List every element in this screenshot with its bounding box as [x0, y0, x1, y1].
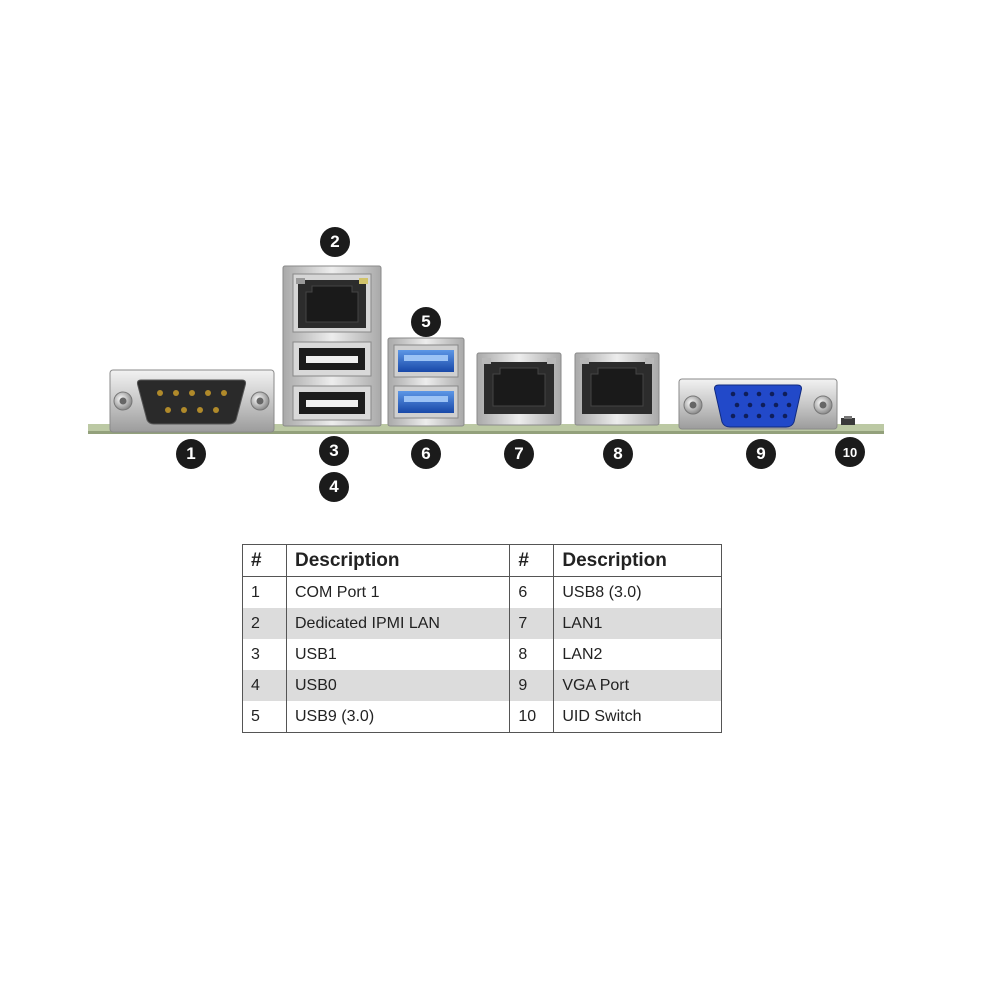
table-row: 5 USB9 (3.0) 10 UID Switch	[242, 701, 722, 733]
ipmi-lan-usb-stack	[282, 265, 382, 427]
vga-port-connector	[678, 378, 838, 430]
pcb-board	[88, 424, 884, 434]
row-description: COM Port 1	[285, 576, 511, 608]
callout-badge-1: 1	[176, 439, 206, 469]
column-header-description: Description	[285, 544, 511, 577]
table-row: 1 COM Port 1 6 USB8 (3.0)	[242, 576, 722, 608]
table-row: 3 USB1 8 LAN2	[242, 639, 722, 670]
row-number: 9	[509, 670, 555, 701]
port-legend-table: # Description # Description 1 COM Port 1…	[242, 544, 722, 733]
uid-switch	[841, 416, 855, 425]
callout-badge-8: 8	[603, 439, 633, 469]
column-header-description: Description	[553, 544, 722, 577]
callout-badge-10: 10	[835, 437, 865, 467]
callout-badge-6: 6	[411, 439, 441, 469]
callout-badge-5: 5	[411, 307, 441, 337]
row-number: 10	[509, 701, 555, 733]
lan2-connector	[574, 352, 660, 426]
back-panel-diagram: 1 2 3 4 5 6 7 8 9 10	[88, 227, 884, 502]
usb3-stack	[387, 337, 465, 427]
table-row: 4 USB0 9 VGA Port	[242, 670, 722, 701]
callout-badge-2: 2	[320, 227, 350, 257]
table-header-row: # Description # Description	[242, 544, 722, 577]
row-number: 6	[509, 576, 555, 608]
row-description: VGA Port	[553, 670, 722, 701]
callout-badge-4: 4	[319, 472, 349, 502]
row-description: USB0	[285, 670, 511, 701]
row-description: USB9 (3.0)	[285, 701, 511, 733]
row-number: 2	[242, 608, 287, 639]
row-number: 5	[242, 701, 287, 733]
lan1-connector	[476, 352, 562, 426]
row-description: Dedicated IPMI LAN	[285, 608, 511, 639]
callout-badge-3: 3	[319, 436, 349, 466]
column-header-number: #	[509, 544, 555, 577]
io-panel-illustration	[88, 265, 884, 434]
callout-badge-9: 9	[746, 439, 776, 469]
row-number: 7	[509, 608, 555, 639]
row-description: LAN1	[553, 608, 722, 639]
row-number: 1	[242, 576, 287, 608]
column-header-number: #	[242, 544, 287, 577]
row-number: 8	[509, 639, 555, 670]
row-description: UID Switch	[553, 701, 722, 733]
table-row: 2 Dedicated IPMI LAN 7 LAN1	[242, 608, 722, 639]
row-description: USB1	[285, 639, 511, 670]
row-description: LAN2	[553, 639, 722, 670]
row-number: 3	[242, 639, 287, 670]
callout-badge-7: 7	[504, 439, 534, 469]
row-description: USB8 (3.0)	[553, 576, 722, 608]
row-number: 4	[242, 670, 287, 701]
com-port-connector	[109, 369, 275, 433]
